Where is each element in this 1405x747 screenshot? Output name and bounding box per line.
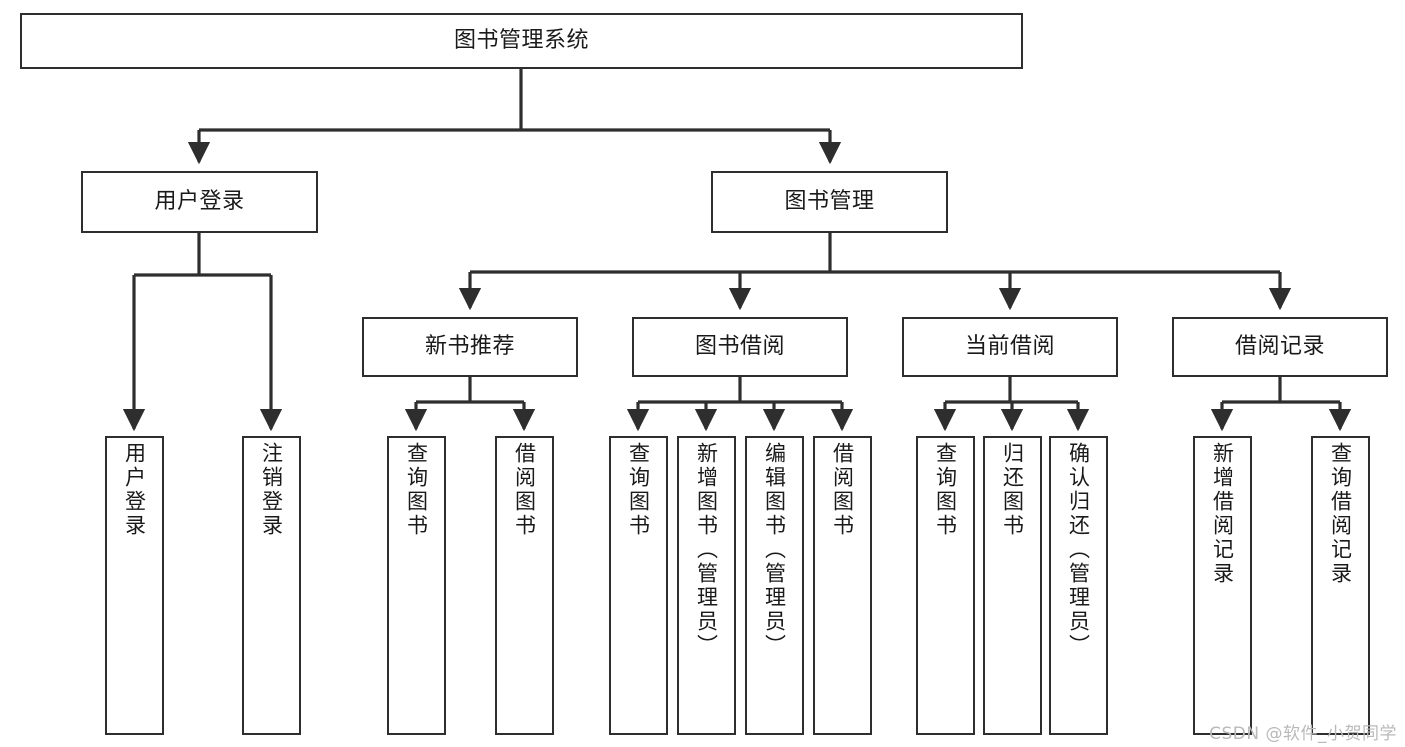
node-leaf-return-book[interactable]: 归还图书 xyxy=(983,436,1042,735)
node-leaf-borrow-book-1[interactable]: 借阅图书 xyxy=(495,436,554,735)
node-book-manage-label: 图书管理 xyxy=(784,189,875,215)
node-leaf-query-record[interactable]: 查询借阅记录 xyxy=(1311,436,1370,735)
node-leaf-query-book-3[interactable]: 查询图书 xyxy=(916,436,975,735)
node-root-label: 图书管理系统 xyxy=(453,28,589,54)
node-leaf-edit-book[interactable]: 编辑图书（管理员） xyxy=(745,436,804,735)
node-leaf-query-book-2[interactable]: 查询图书 xyxy=(609,436,668,735)
node-book-manage[interactable]: 图书管理 xyxy=(711,171,948,233)
node-new-book-recommend[interactable]: 新书推荐 xyxy=(362,317,578,377)
node-leaf-add-book-label: 新增图书（管理员） xyxy=(694,442,719,658)
node-leaf-logout-label: 注销登录 xyxy=(259,442,284,538)
node-leaf-add-record-label: 新增借阅记录 xyxy=(1210,442,1235,586)
node-leaf-return-book-label: 归还图书 xyxy=(1000,442,1025,538)
node-leaf-query-book-1-label: 查询图书 xyxy=(404,442,429,538)
node-leaf-borrow-book-2[interactable]: 借阅图书 xyxy=(813,436,872,735)
node-book-borrow[interactable]: 图书借阅 xyxy=(632,317,848,377)
node-leaf-user-login-label: 用户登录 xyxy=(122,442,147,538)
node-current-borrow[interactable]: 当前借阅 xyxy=(902,317,1118,377)
node-root[interactable]: 图书管理系统 xyxy=(20,13,1023,69)
node-leaf-edit-book-label: 编辑图书（管理员） xyxy=(762,442,787,658)
node-user-login[interactable]: 用户登录 xyxy=(81,171,318,233)
node-leaf-add-book[interactable]: 新增图书（管理员） xyxy=(677,436,736,735)
node-leaf-add-record[interactable]: 新增借阅记录 xyxy=(1193,436,1252,735)
node-leaf-user-login[interactable]: 用户登录 xyxy=(105,436,164,735)
csdn-watermark: CSDN @软件_小贺同学 xyxy=(1209,724,1397,744)
node-leaf-query-book-2-label: 查询图书 xyxy=(626,442,651,538)
node-leaf-query-book-3-label: 查询图书 xyxy=(933,442,958,538)
node-leaf-query-record-label: 查询借阅记录 xyxy=(1328,442,1353,586)
node-leaf-logout[interactable]: 注销登录 xyxy=(242,436,301,735)
node-leaf-confirm-return-label: 确认归还（管理员） xyxy=(1066,442,1091,658)
node-new-book-recommend-label: 新书推荐 xyxy=(424,334,515,360)
node-borrow-record[interactable]: 借阅记录 xyxy=(1172,317,1388,377)
node-leaf-borrow-book-1-label: 借阅图书 xyxy=(512,442,537,538)
node-current-borrow-label: 当前借阅 xyxy=(964,334,1055,360)
node-leaf-query-book-1[interactable]: 查询图书 xyxy=(387,436,446,735)
node-user-login-label: 用户登录 xyxy=(154,189,245,215)
node-leaf-borrow-book-2-label: 借阅图书 xyxy=(830,442,855,538)
node-borrow-record-label: 借阅记录 xyxy=(1234,334,1325,360)
node-leaf-confirm-return[interactable]: 确认归还（管理员） xyxy=(1049,436,1108,735)
node-book-borrow-label: 图书借阅 xyxy=(694,334,785,360)
